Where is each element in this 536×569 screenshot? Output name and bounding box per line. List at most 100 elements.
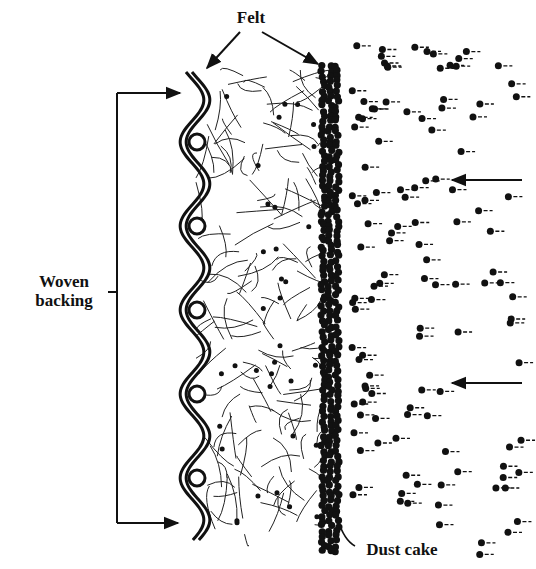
particle-dot [418,386,425,393]
bracket [116,93,118,523]
fiber [253,379,271,412]
motion-dash [427,389,436,390]
motion-dash [521,96,530,97]
motion-dash [437,129,446,130]
fiber [277,150,299,162]
particle-dot [417,325,424,332]
dust-particle [357,411,375,418]
motion-dash [358,302,367,303]
motion-dash [386,56,395,57]
cake-particle [327,336,334,343]
particle-dot [515,469,522,476]
motion-dash [422,484,431,485]
dust-particle [362,164,380,171]
dust-particle [478,539,496,546]
cake-particle [332,116,339,123]
motion-dash [461,66,470,67]
particle-dot [453,63,460,70]
motion-dash [373,223,382,224]
dust-particle [349,87,367,94]
trapped-particle [233,363,238,368]
particle-dot [372,415,379,422]
dust-particle [384,63,402,70]
motion-dash [522,521,531,522]
particle-dot [437,388,444,395]
dust-particle [411,184,429,191]
dust-particle [365,220,383,227]
cake-particle [321,396,328,403]
dust-particle [357,447,375,454]
particle-dot [349,87,356,94]
dust-particle [349,491,367,498]
woven-backing-label: Woven backing [23,272,105,310]
dust-particle [507,319,525,326]
particle-dot [424,412,431,419]
motion-dash [517,83,526,84]
motion-dash [463,471,472,472]
particle-dot [403,472,410,479]
fiber [261,455,300,467]
strand-section [189,386,205,402]
dust-particle [392,435,410,442]
trapped-particle [274,246,279,251]
motion-dash [461,284,470,285]
cake-particle [327,78,334,85]
fiber [288,413,296,440]
particle-dot [490,269,497,276]
particle-dot [453,218,460,225]
particle-dot [349,491,356,498]
motion-dash [410,197,419,198]
motion-dash [498,271,507,272]
dust-particle [403,108,421,115]
fiber [238,84,262,92]
fiber [227,474,237,521]
fiber [222,89,241,127]
fiber [262,354,287,367]
fiber [270,91,304,113]
fiber [237,209,284,213]
cake-particle [328,522,335,529]
dust-particle [398,490,416,497]
motion-dash [359,403,368,404]
dust-particle [497,279,515,286]
motion-dash [383,442,392,443]
dust-particle [351,124,369,131]
motion-dash [412,111,421,112]
motion-dash [484,210,493,211]
dust-particle [454,468,472,475]
cake-particle [317,442,324,449]
motion-dash [449,99,458,100]
fiber [273,123,310,150]
particle-dot [475,207,482,214]
motion-dash [486,542,495,543]
particle-dot [422,177,429,184]
motion-dash [391,101,400,102]
particle-dot [349,344,356,351]
particle-dot [463,48,470,55]
fiber [263,322,274,339]
particle-dot [416,241,423,248]
particle-dot [432,281,439,288]
fiber [220,68,243,75]
dust-particle [418,386,436,393]
particle-dot [435,502,442,509]
dust-particle [371,283,389,290]
particle-dot [455,328,462,335]
leader-line [262,32,318,64]
dust-cake-label: Dust cake [352,540,452,559]
motion-dash [471,51,480,52]
motion-dash [510,487,519,488]
particle-dot [392,435,399,442]
particle-dot [371,283,378,290]
cake-particle [334,166,341,173]
flow-arrow [452,179,522,181]
motion-dash [381,192,390,193]
dust-particle [378,53,396,60]
motion-dash [524,472,533,473]
particle-dot [419,115,426,122]
motion-dash [445,391,454,392]
fiber [245,534,249,546]
motion-dash [371,388,380,389]
dust-particle [388,229,406,236]
